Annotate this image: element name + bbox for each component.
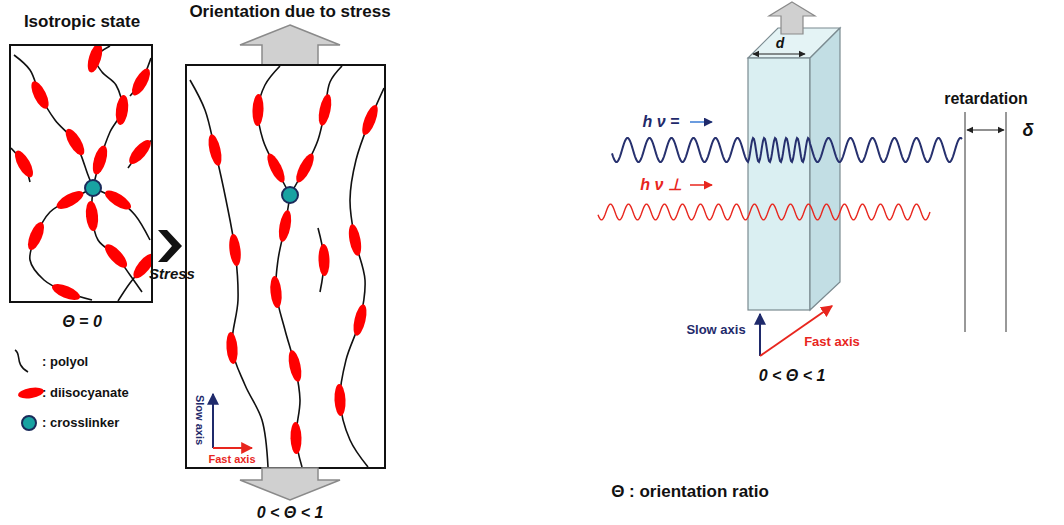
diisocyanate-unit bbox=[228, 233, 243, 266]
polyol-chain bbox=[340, 88, 384, 467]
diisocyanate-unit bbox=[128, 66, 151, 98]
diisocyanate-unit bbox=[90, 144, 110, 176]
stress-arrow bbox=[240, 468, 340, 500]
thickness-arrow bbox=[753, 53, 805, 54]
diisocyanate-unit bbox=[318, 244, 330, 276]
polymer-network bbox=[190, 66, 384, 467]
polyol-sample bbox=[15, 350, 28, 372]
retardation-line bbox=[965, 112, 966, 332]
polyol-chain bbox=[290, 66, 342, 195]
diisocyanate-unit bbox=[126, 137, 151, 168]
diisocyanate-unit bbox=[347, 223, 364, 256]
light-label: h ν = bbox=[643, 113, 680, 131]
diisocyanate-unit bbox=[206, 133, 224, 167]
diisocyanate-unit bbox=[290, 422, 302, 454]
diisocyanate-unit bbox=[11, 148, 36, 180]
diisocyanate-unit bbox=[264, 151, 288, 185]
retardation-symbol: δ bbox=[1023, 120, 1034, 141]
panel-frame bbox=[186, 65, 385, 468]
crosslinker bbox=[282, 187, 298, 203]
diisocyanate-unit bbox=[62, 126, 88, 158]
diisocyanate-unit bbox=[334, 384, 347, 417]
diisocyanate-unit bbox=[101, 241, 130, 271]
block-side bbox=[810, 28, 840, 310]
stress-arrow bbox=[240, 25, 340, 65]
ray-arrow bbox=[690, 184, 712, 186]
diisocyanate-unit bbox=[252, 94, 264, 126]
diisocyanate-unit bbox=[85, 200, 100, 231]
slow-axis-arrow bbox=[759, 314, 761, 356]
panel-title: Isotropic state bbox=[24, 12, 140, 32]
fast-axis-arrow bbox=[213, 447, 252, 449]
legend-text: : crosslinker bbox=[42, 416, 119, 431]
polyol-chain bbox=[190, 80, 268, 467]
retardation-arrow bbox=[967, 129, 1004, 130]
diisocyanate-unit bbox=[225, 332, 239, 365]
diisocyanate-unit bbox=[277, 209, 294, 242]
diisocyanate-unit bbox=[351, 303, 369, 337]
crosslinker-sample bbox=[22, 416, 36, 430]
diisocyanate-unit bbox=[50, 281, 82, 301]
axis-label: Slow axis bbox=[194, 395, 207, 445]
diisocyanate-unit bbox=[269, 276, 283, 309]
polymer-network bbox=[11, 46, 151, 301]
diisocyanate-sample bbox=[17, 386, 44, 400]
panel-frame bbox=[10, 45, 152, 302]
polyol-chain bbox=[258, 66, 290, 195]
diisocyanate-unit bbox=[28, 79, 52, 111]
slow-axis-arrow bbox=[212, 394, 214, 448]
legend-text: : diisocyanate bbox=[42, 386, 129, 401]
definition-note: Θ : orientation ratio bbox=[611, 482, 769, 502]
ray-arrow bbox=[690, 121, 712, 123]
slow-polarized-wave bbox=[612, 138, 962, 162]
stress-chevron bbox=[158, 230, 182, 262]
diisocyanate-unit bbox=[85, 46, 105, 74]
legend-text: : polyol bbox=[42, 355, 88, 370]
diisocyanate-unit bbox=[114, 94, 130, 125]
axis-label: Fast axis bbox=[804, 335, 860, 350]
stress-arrow bbox=[769, 2, 815, 34]
crosslinker bbox=[85, 180, 101, 196]
diisocyanate-unit bbox=[316, 93, 333, 127]
axis-label: Slow axis bbox=[686, 323, 745, 338]
polyol-chain bbox=[30, 188, 93, 300]
fast-polarized-wave bbox=[598, 204, 930, 220]
thickness-label: d bbox=[776, 35, 785, 51]
diisocyanate-unit bbox=[286, 349, 303, 383]
state-value: Θ = 0 bbox=[62, 313, 102, 331]
diisocyanate-unit bbox=[293, 151, 317, 185]
stress-label: Stress bbox=[149, 265, 195, 282]
light-label: h ν ⊥ bbox=[640, 176, 682, 194]
block-front bbox=[748, 58, 810, 310]
retardation-line bbox=[1006, 112, 1007, 332]
state-value: 0 < Θ < 1 bbox=[257, 504, 324, 522]
diisocyanate-unit bbox=[130, 251, 151, 282]
diisocyanate-unit bbox=[25, 220, 48, 252]
state-value: 0 < Θ < 1 bbox=[759, 367, 826, 385]
panel-title: Orientation due to stress bbox=[189, 2, 390, 22]
retardation-label: retardation bbox=[944, 90, 1028, 108]
light-waves bbox=[598, 138, 962, 220]
axis-label: Fast axis bbox=[208, 453, 255, 466]
diisocyanate-unit bbox=[54, 187, 86, 212]
diisocyanate-unit bbox=[359, 103, 381, 137]
diisocyanate-unit bbox=[102, 187, 134, 213]
polyol-chain bbox=[276, 195, 302, 467]
